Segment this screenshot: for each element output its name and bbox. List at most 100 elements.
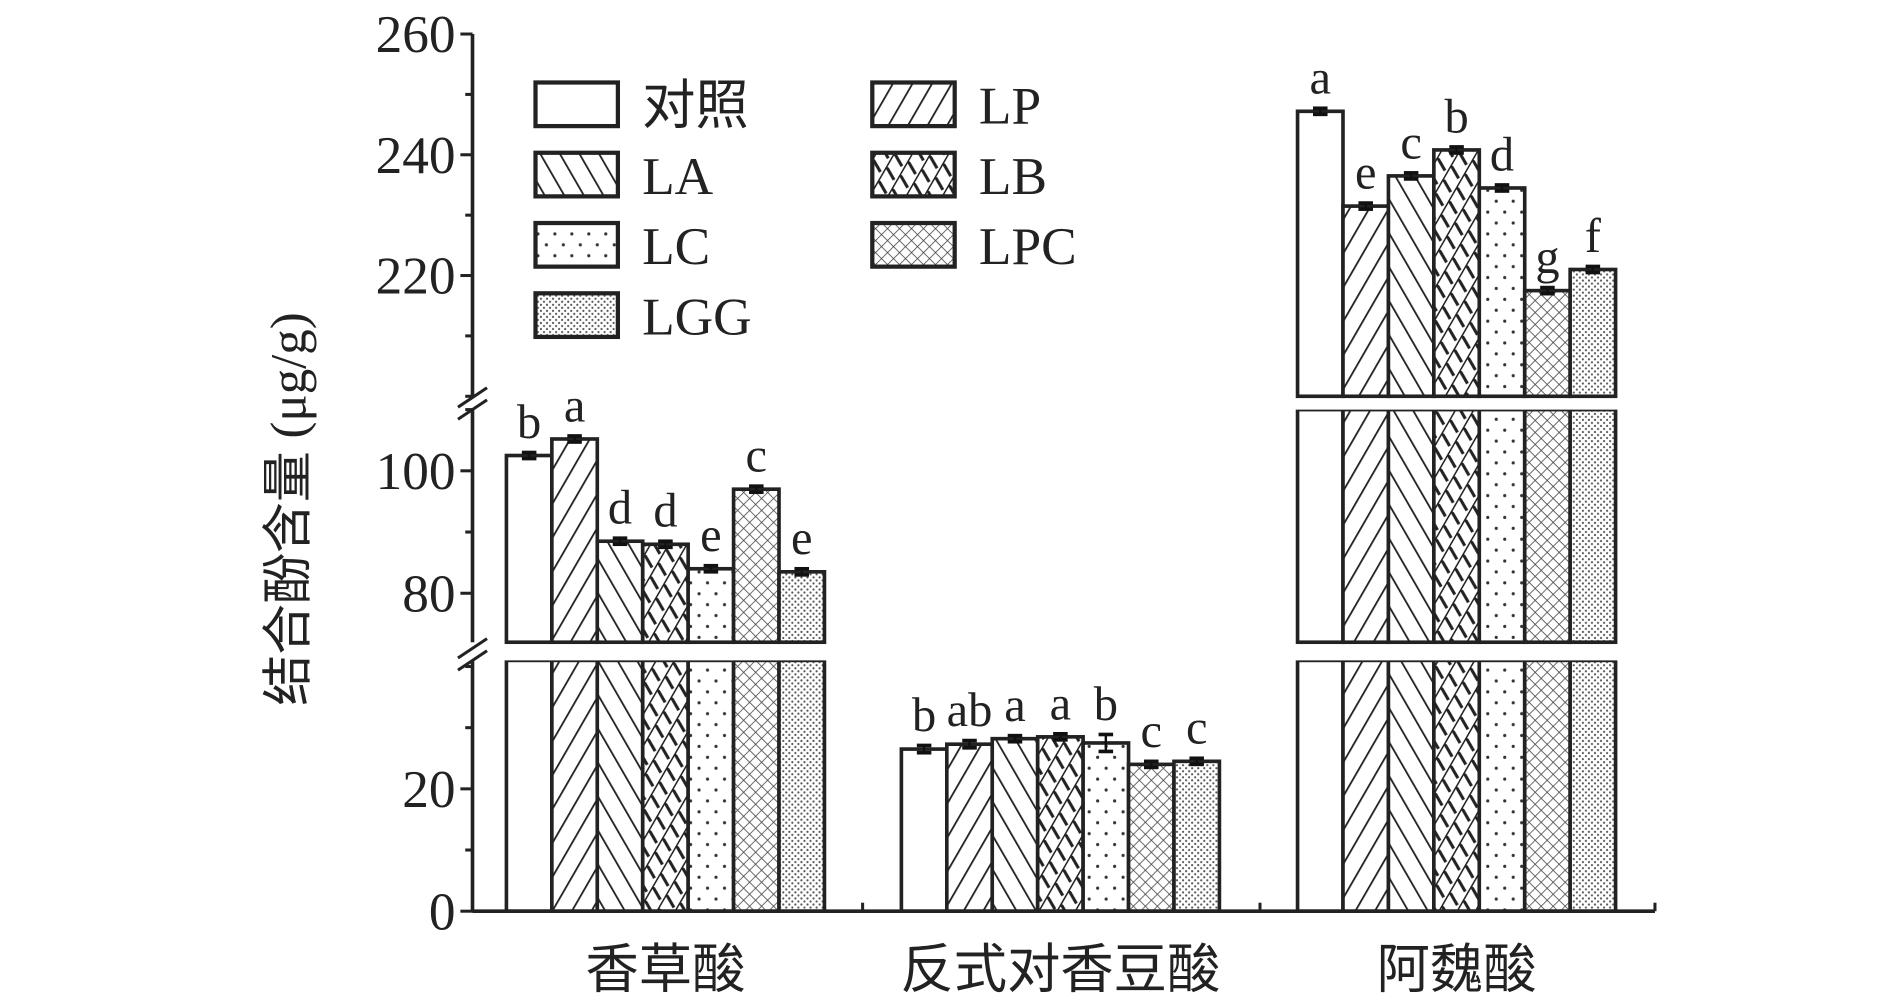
significance-letter: a bbox=[564, 379, 586, 432]
bar-LA-1 bbox=[990, 736, 1040, 913]
legend-swatch bbox=[533, 80, 621, 129]
bar-对照-1 bbox=[899, 747, 949, 914]
legend-item: LPC bbox=[870, 217, 1077, 276]
legend-swatch bbox=[533, 291, 621, 340]
significance-letter: e bbox=[1355, 147, 1377, 200]
legend: 对照 LP LA LB LC LPC LGG bbox=[533, 77, 1077, 346]
legend-item: LC bbox=[533, 217, 710, 276]
bar-LB-2 bbox=[1432, 658, 1482, 913]
bar-LPC-2 bbox=[1522, 658, 1572, 913]
bar-LC-2 bbox=[1477, 658, 1527, 913]
legend-label: LGG bbox=[642, 287, 752, 346]
bar-LC-2 bbox=[1477, 407, 1527, 645]
bar-LP-1 bbox=[945, 742, 995, 913]
legend-label: LA bbox=[642, 147, 714, 206]
bar-LC-2 bbox=[1477, 186, 1527, 399]
legend-swatch bbox=[870, 150, 957, 199]
bar-LC-1 bbox=[1081, 741, 1131, 913]
y-tick-label: 260 bbox=[376, 5, 456, 64]
bar-LP-2 bbox=[1341, 204, 1391, 399]
bar-LPC-2 bbox=[1522, 288, 1572, 399]
bar-LPC-2 bbox=[1522, 407, 1572, 645]
legend-item: LA bbox=[533, 147, 714, 206]
axis-break-mark bbox=[457, 637, 488, 660]
bar-LGG-0 bbox=[777, 658, 827, 913]
significance-letter: b bbox=[1444, 90, 1468, 143]
bar-对照-0 bbox=[504, 453, 554, 645]
y-axis-label: 结合酚含量 (μg/g) bbox=[261, 312, 317, 705]
significance-letter: e bbox=[700, 509, 722, 562]
x-tick-label: 香草酸 bbox=[585, 941, 745, 1000]
significance-letter: a bbox=[1050, 677, 1072, 730]
bar-LP-2 bbox=[1341, 658, 1391, 913]
y-tick-label: 220 bbox=[376, 247, 456, 306]
bar-LA-2 bbox=[1386, 658, 1436, 913]
bar-LGG-2 bbox=[1568, 407, 1618, 645]
bar-LB-0 bbox=[640, 658, 690, 913]
bar-LPC-1 bbox=[1126, 762, 1176, 914]
bar-LA-0 bbox=[595, 658, 645, 913]
bar-LP-0 bbox=[550, 658, 600, 913]
bar-LGG-1 bbox=[1172, 759, 1222, 913]
x-tick-label: 阿魏酸 bbox=[1377, 941, 1537, 1000]
bar-LB-2 bbox=[1432, 407, 1482, 645]
bar-LB-0 bbox=[640, 542, 690, 645]
significance-letter: d bbox=[1490, 128, 1514, 181]
significance-letter: c bbox=[1400, 116, 1422, 169]
bar-LA-2 bbox=[1386, 407, 1436, 645]
legend-swatch bbox=[533, 150, 621, 199]
y-tick-label: 80 bbox=[402, 564, 455, 623]
y-tick-label: 0 bbox=[429, 882, 456, 941]
bar-LGG-2 bbox=[1568, 658, 1618, 913]
significance-letter: b bbox=[517, 396, 541, 449]
x-tick-label: 反式对香豆酸 bbox=[901, 941, 1221, 1000]
legend-swatch bbox=[533, 220, 621, 269]
legend-swatch bbox=[870, 220, 957, 269]
significance-letter: a bbox=[1004, 679, 1026, 732]
bar-LPC-0 bbox=[731, 658, 781, 913]
legend-label: LB bbox=[979, 147, 1047, 206]
bar-LC-0 bbox=[686, 566, 736, 645]
bar-对照-2 bbox=[1295, 407, 1345, 645]
bar-LC-0 bbox=[686, 658, 736, 913]
y-tick-label: 240 bbox=[376, 126, 456, 185]
axis-break-mark bbox=[457, 398, 488, 421]
y-tick-label: 20 bbox=[402, 760, 455, 819]
axis-break-mark bbox=[457, 386, 488, 409]
significance-letter: c bbox=[746, 430, 768, 483]
bar-对照-2 bbox=[1295, 109, 1345, 399]
bar-LPC-0 bbox=[731, 487, 781, 645]
significance-letter: g bbox=[1535, 231, 1559, 284]
axes-layer: 220 240 260 80 100 0 20 香草酸 反式对香豆酸 阿魏酸 bbox=[376, 5, 1657, 1000]
bar-LA-2 bbox=[1386, 174, 1436, 399]
significance-letter: c bbox=[1141, 705, 1163, 758]
bar-LGG-2 bbox=[1568, 267, 1618, 399]
legend-label: 对照 bbox=[642, 77, 749, 136]
bar-LGG-0 bbox=[777, 570, 827, 645]
legend-label: LP bbox=[979, 77, 1041, 136]
axis-break-mark bbox=[457, 649, 488, 672]
significance-letter: b bbox=[912, 689, 936, 742]
bar-LA-0 bbox=[595, 539, 645, 645]
significance-letter: c bbox=[1186, 702, 1208, 755]
significance-letter: d bbox=[608, 482, 632, 535]
bar-LB-1 bbox=[1035, 735, 1085, 913]
significance-letter: ab bbox=[947, 684, 993, 737]
significance-letter: b bbox=[1094, 678, 1118, 731]
y-tick-label: 100 bbox=[376, 442, 456, 501]
significance-letter: a bbox=[1310, 52, 1332, 105]
legend-item: LGG bbox=[533, 287, 752, 346]
legend-item: LB bbox=[870, 147, 1047, 206]
bar-LP-2 bbox=[1341, 407, 1391, 645]
bar-对照-0 bbox=[504, 658, 554, 913]
significance-letter: e bbox=[791, 512, 813, 565]
significance-letter: d bbox=[653, 485, 677, 538]
legend-swatch bbox=[870, 80, 957, 129]
bar-LB-2 bbox=[1432, 148, 1482, 399]
legend-item: 对照 bbox=[533, 77, 749, 136]
bar-LP-0 bbox=[550, 437, 600, 645]
significance-letter: f bbox=[1585, 210, 1602, 263]
